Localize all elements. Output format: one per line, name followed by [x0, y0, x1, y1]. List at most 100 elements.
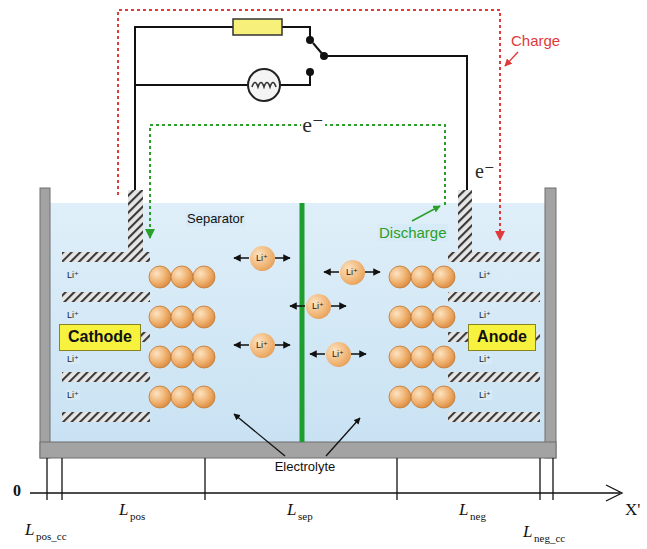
cathode-layer: [62, 292, 150, 302]
dimension-symbol: L: [522, 522, 533, 542]
charge-path: [118, 10, 500, 240]
lithium-ball: [171, 346, 193, 368]
lithium-ball: [389, 386, 411, 408]
container-wall: [545, 188, 556, 458]
lithium-ball: [433, 266, 455, 288]
ion-arrow: [351, 353, 366, 355]
lithium-ball: [193, 306, 215, 328]
cathode-layer: [62, 412, 150, 422]
axis-tick: [396, 458, 397, 500]
ion-label: Li⁺: [332, 349, 344, 359]
lithium-ball: [433, 386, 455, 408]
lithium-ball: [171, 306, 193, 328]
dimension-symbol: L: [118, 500, 129, 520]
ion-label: Li⁺: [312, 301, 324, 311]
separator-membrane: [300, 203, 305, 442]
ion-arrow: [331, 305, 346, 307]
lithium-ball: [149, 386, 171, 408]
leader-arrow: [234, 414, 285, 456]
dimension-symbol: L: [458, 500, 469, 520]
switch-contact: [306, 68, 314, 76]
cathode-layer: [62, 252, 150, 262]
discharge-path: [150, 125, 445, 238]
lithium-ball: [171, 266, 193, 288]
electrode-label: Anode: [477, 328, 527, 346]
wire: [324, 56, 467, 190]
lithium-ball: [149, 306, 171, 328]
switch-contact: [306, 36, 314, 44]
bulb-filament: [252, 83, 276, 88]
ion-arrow: [275, 257, 290, 259]
path-label: Discharge: [378, 224, 448, 241]
axis-origin: 0: [12, 482, 22, 500]
lithium-ball: [149, 266, 171, 288]
switch-pivot: [320, 52, 328, 60]
lithium-ion: Li⁺: [340, 260, 365, 285]
lithium-ball: [433, 306, 455, 328]
dimension-symbol: L: [286, 500, 297, 520]
axis-tick: [204, 458, 205, 500]
cathode-terminal: [128, 190, 143, 252]
path-label: Charge: [510, 32, 561, 49]
axis-tick: [61, 458, 62, 500]
anode-lithium-balls: [389, 266, 455, 408]
wire: [135, 84, 248, 86]
leader-arrow: [326, 418, 360, 456]
container-bottom: [40, 442, 556, 458]
cathode-layer: [62, 372, 150, 382]
axis-tick: [539, 458, 540, 500]
ion-label: Li⁺: [478, 310, 492, 320]
ion-label: Li⁺: [66, 310, 80, 320]
anode-layer: [448, 412, 540, 422]
ion-label: Li⁺: [478, 270, 492, 280]
charge-pointer: [505, 52, 518, 66]
lithium-ball: [411, 266, 433, 288]
lithium-ball: [389, 266, 411, 288]
lithium-ion: Li⁺: [250, 333, 275, 358]
ion-arrow: [290, 305, 305, 307]
lithium-ball: [193, 266, 215, 288]
electrode-box: Anode: [468, 324, 536, 351]
axis-line: [30, 492, 620, 493]
ion-arrow: [275, 344, 290, 346]
axis-tick: [552, 458, 553, 500]
axis-arrowhead: [606, 485, 622, 501]
external-circuit: [135, 27, 467, 190]
lithium-ion: Li⁺: [326, 342, 351, 367]
lithium-ball: [433, 346, 455, 368]
ion-label: Li⁺: [346, 267, 358, 277]
dimension-symbol: L: [24, 520, 35, 540]
ion-label: Li⁺: [256, 253, 268, 263]
lithium-ball: [149, 346, 171, 368]
ion-arrow: [365, 271, 380, 273]
ion-arrow: [310, 353, 325, 355]
anode-layer: [448, 252, 540, 262]
ion-label: Li⁺: [478, 354, 492, 364]
ion-label: Li⁺: [66, 354, 80, 364]
dimension-subscript: neg: [469, 510, 487, 523]
part-label: Separator: [186, 212, 245, 227]
lithium-ball: [389, 346, 411, 368]
container-wall: [40, 188, 50, 458]
ion-arrow: [324, 271, 339, 273]
dimension-subscript: sep: [297, 510, 314, 523]
dimension-subscript: neg_cc: [533, 532, 566, 545]
anode-layer: [448, 372, 540, 382]
lithium-ball: [389, 306, 411, 328]
anode-layer: [448, 292, 540, 302]
x-axis: [30, 458, 622, 501]
lithium-ball: [193, 386, 215, 408]
electron-label: e⁻: [474, 160, 495, 183]
ion-arrow: [234, 344, 249, 346]
lithium-ion: Li⁺: [250, 246, 275, 271]
electrode-box: Cathode: [59, 324, 141, 351]
electron-label: e⁻: [301, 112, 324, 137]
dimension-subscript: pos: [129, 510, 146, 523]
electrode-label: Cathode: [68, 328, 132, 346]
ion-label: Li⁺: [66, 270, 80, 280]
lithium-ion: Li⁺: [306, 294, 331, 319]
ion-label: Li⁺: [478, 390, 492, 400]
lithium-ball: [411, 306, 433, 328]
cathode-lithium-balls: [149, 266, 215, 408]
